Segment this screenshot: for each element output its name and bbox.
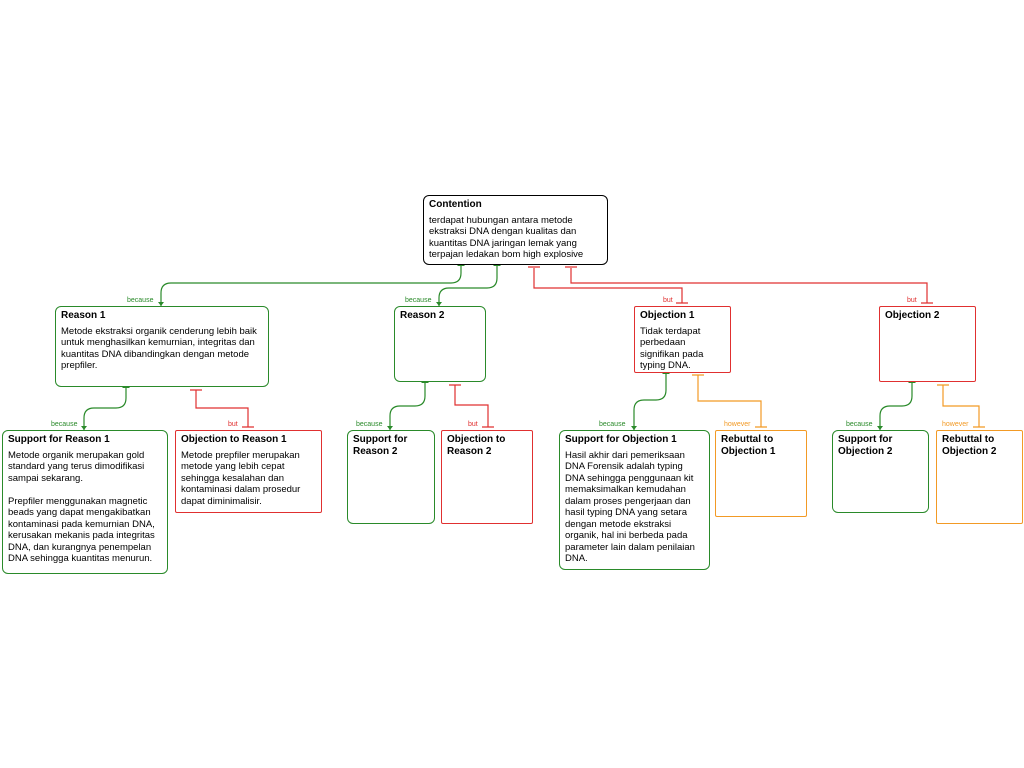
but-label: but bbox=[228, 421, 238, 428]
reason-2-title: Reason 2 bbox=[400, 310, 445, 321]
because-label: because bbox=[356, 421, 383, 428]
reason-1-text: Metode ekstraksi organik cenderung lebih… bbox=[61, 325, 257, 372]
contention-text: terdapat hubungan antara metode ekstraks… bbox=[429, 214, 584, 261]
support-objection-1-text: Hasil akhir dari pemeriksaan DNA Forensi… bbox=[565, 449, 695, 565]
link-objection1-support bbox=[633, 372, 667, 430]
support-reason-1-node[interactable]: Support for Reason 1 Metode organik meru… bbox=[2, 430, 168, 574]
support-objection-2-node[interactable]: Support for Objection 2 bbox=[832, 430, 929, 513]
however-label: however bbox=[942, 421, 969, 428]
support-reason-2-node[interactable]: Support for Reason 2 bbox=[347, 430, 435, 524]
but-label: but bbox=[907, 297, 917, 304]
link-contention-reason1 bbox=[160, 265, 462, 306]
reason-1-node[interactable]: Reason 1 Metode ekstraksi organik cender… bbox=[55, 306, 269, 387]
rebuttal-objection-2-title: Rebuttal to Objection 2 bbox=[942, 434, 997, 457]
reason-1-title: Reason 1 bbox=[61, 310, 106, 321]
link-reason2-support bbox=[389, 381, 426, 430]
objection-reason-1-text: Metode prepfiler merupakan metode yang l… bbox=[181, 449, 301, 507]
link-reason1-support bbox=[83, 386, 127, 430]
link-objection1-rebuttal bbox=[697, 375, 762, 427]
objection-reason-2-node[interactable]: Objection to Reason 2 bbox=[441, 430, 533, 524]
because-label: because bbox=[599, 421, 626, 428]
link-contention-objection1 bbox=[533, 268, 683, 303]
objection-reason-1-node[interactable]: Objection to Reason 1 Metode prepfiler m… bbox=[175, 430, 322, 513]
support-objection-2-title: Support for Objection 2 bbox=[838, 434, 893, 457]
contention-node[interactable]: Contention terdapat hubungan antara meto… bbox=[423, 195, 608, 265]
link-contention-objection2 bbox=[570, 268, 928, 303]
contention-title: Contention bbox=[429, 199, 482, 210]
objection-1-text: Tidak terdapat perbedaan signifikan pada… bbox=[640, 325, 704, 372]
support-objection-1-title: Support for Objection 1 bbox=[565, 434, 677, 445]
support-reason-1-text: Metode organik merupakan gold standard y… bbox=[8, 449, 155, 565]
objection-1-node[interactable]: Objection 1 Tidak terdapat perbedaan sig… bbox=[634, 306, 731, 373]
objection-1-title: Objection 1 bbox=[640, 310, 695, 321]
link-objection2-rebuttal bbox=[942, 385, 980, 427]
support-objection-1-node[interactable]: Support for Objection 1 Hasil akhir dari… bbox=[559, 430, 710, 570]
rebuttal-objection-2-node[interactable]: Rebuttal to Objection 2 bbox=[936, 430, 1023, 524]
link-contention-reason2 bbox=[438, 265, 498, 306]
support-reason-2-title: Support for Reason 2 bbox=[353, 434, 408, 457]
link-reason2-objection bbox=[454, 385, 489, 427]
objection-2-title: Objection 2 bbox=[885, 310, 940, 321]
because-label: because bbox=[846, 421, 873, 428]
rebuttal-objection-1-title: Rebuttal to Objection 1 bbox=[721, 434, 776, 457]
rebuttal-objection-1-node[interactable]: Rebuttal to Objection 1 bbox=[715, 430, 807, 517]
link-reason1-objection bbox=[195, 390, 249, 427]
link-objection2-support bbox=[879, 381, 913, 430]
support-reason-1-title: Support for Reason 1 bbox=[8, 434, 110, 445]
because-label: because bbox=[51, 421, 78, 428]
because-label: because bbox=[405, 297, 432, 304]
because-label: because bbox=[127, 297, 154, 304]
but-label: but bbox=[468, 421, 478, 428]
objection-reason-2-title: Objection to Reason 2 bbox=[447, 434, 506, 457]
however-label: however bbox=[724, 421, 751, 428]
objection-2-node[interactable]: Objection 2 bbox=[879, 306, 976, 382]
reason-2-node[interactable]: Reason 2 bbox=[394, 306, 486, 382]
but-label: but bbox=[663, 297, 673, 304]
objection-reason-1-title: Objection to Reason 1 bbox=[181, 434, 287, 445]
